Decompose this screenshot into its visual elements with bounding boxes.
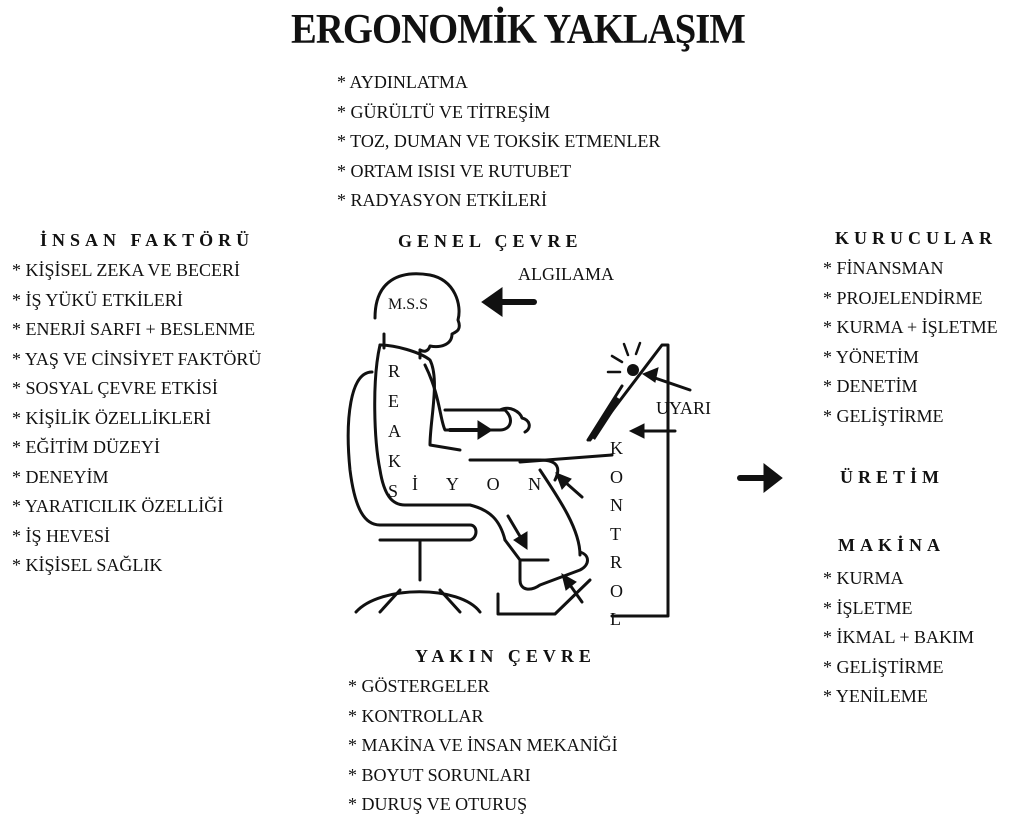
list-item: * PROJELENDİRME [823,287,983,308]
list-item: * YARATICILIK ÖZELLİĞİ [12,496,224,516]
human-factor-heading: İNSAN FAKTÖRÜ [40,230,255,250]
console-column [588,343,670,618]
list-item: * DENEYİM [12,466,109,487]
torso [378,343,462,452]
production-heading: ÜRETİM [840,467,945,487]
desk [518,453,614,464]
algilama-label: ALGILAMA [518,264,614,284]
uyari-label: UYARI [656,398,712,418]
indicator-lamp [627,364,639,376]
mss-box [384,294,438,320]
list-item: * MAKİNA VE İNSAN MEKANİĞİ [348,735,618,755]
list-item: * AYDINLATMA [337,72,468,92]
list-item: * KURMA + İŞLETME [823,317,998,337]
pedal [496,578,592,616]
reaksiyon-letter: S [388,481,399,501]
founders-heading: KURUCULAR [835,228,997,248]
reaksiyon-vertical-label: R E A K S [388,356,401,506]
kontrol-letter: O [610,466,623,487]
list-item: * YENİLEME [823,686,928,706]
kontrol-letter: N [610,495,623,515]
back-line [373,343,472,507]
kontrol-letter: K [610,438,623,458]
list-item: * İKMAL + BAKIM [823,627,974,647]
upper-arm [423,363,512,432]
environment-factor-list: * AYDINLATMA * GÜRÜLTÜ VE TİTREŞİM * TOZ… [337,68,660,216]
reaksiyon-horizontal-label: İ Y O N [412,474,554,494]
kontrol-letter: R [610,552,623,572]
kontrol-vertical-label: K O N T R O L [610,434,623,634]
list-item: * KİŞİLİK ÖZELLİKLERİ [12,407,211,428]
general-environment-heading: GENEL ÇEVRE [398,231,583,251]
page-title: ERGONOMİK YAKLAŞIM [291,7,746,53]
foot [518,550,589,591]
head [373,272,461,353]
list-item: * İŞ YÜKÜ ETKİLERİ [12,289,183,310]
list-item: * KİŞİSEL ZEKA VE BECERİ [12,260,240,280]
list-item: * BOYUT SORUNLARI [348,764,531,785]
reaksiyon-letter: A [388,421,401,441]
list-item: * FİNANSMAN [823,258,944,278]
founders-list: * FİNANSMAN * PROJELENDİRME * KURMA + İŞ… [823,254,998,431]
list-item: * ENERJİ SARFI + BESLENME [12,319,256,339]
list-item: * DENETİM [823,376,918,396]
near-environment-heading: YAKIN ÇEVRE [415,646,596,666]
kontrol-letter: L [610,609,621,629]
list-item: * GELİŞTİRME [823,405,944,426]
list-item: * İŞ HEVESİ [12,525,110,546]
reaksiyon-letter: E [388,391,399,411]
list-item: * GÖSTERGELER [348,676,490,696]
forearm [498,406,531,434]
list-item: * ORTAM ISISI VE RUTUBET [337,160,572,181]
machine-list: * KURMA * İŞLETME * İKMAL + BAKIM * GELİ… [823,564,974,712]
chair-base [354,590,482,614]
mss-label: M.S.S [388,296,429,313]
list-item: * GELİŞTİRME [823,656,944,677]
list-item: * EĞİTİM DÜZEYİ [12,437,160,457]
chair-seat [378,523,478,542]
list-item: * İŞLETME [823,597,913,618]
list-item: * GÜRÜLTÜ VE TİTREŞİM [337,101,551,122]
machine-heading: MAKİNA [838,535,945,555]
reaksiyon-letter: K [388,451,401,471]
list-item: * YAŞ VE CİNSİYET FAKTÖRÜ [12,348,262,369]
list-item: * YÖNETİM [823,346,919,367]
list-item: * KİŞİSEL SAĞLIK [12,555,163,575]
list-item: * KURMA [823,568,904,588]
reaksiyon-letter: R [388,361,401,381]
kontrol-letter: O [610,580,623,601]
kontrol-letter: T [610,523,621,544]
chair-base-legs [378,588,462,614]
list-item: * TOZ, DUMAN VE TOKSİK ETMENLER [337,131,661,151]
list-item: * KONTROLLAR [348,705,484,726]
list-item: * RADYASYON ETKİLERİ [337,190,547,210]
near-environment-list: * GÖSTERGELER * KONTROLLAR * MAKİNA VE İ… [348,672,618,820]
chair-back [346,370,382,527]
list-item: * DURUŞ VE OTURUŞ [348,794,528,814]
human-factor-list: * KİŞİSEL ZEKA VE BECERİ * İŞ YÜKÜ ETKİL… [12,256,261,581]
list-item: * SOSYAL ÇEVRE ETKİSİ [12,378,218,398]
